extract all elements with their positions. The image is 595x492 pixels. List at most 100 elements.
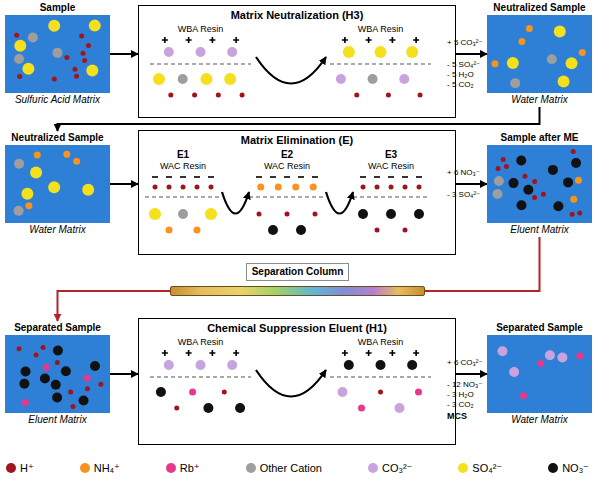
ion-dots [487,335,592,413]
ion-dots [5,15,110,93]
legend-label: NO₃⁻ [562,461,589,475]
free-ion [296,225,306,235]
ion-dot [48,181,60,193]
ion-dot [86,64,98,76]
free-ion [375,228,380,233]
ion-dot [79,396,89,406]
bound-ion [344,360,354,370]
sample-vessel: SampleSulfuric Acid Matrix [5,1,110,107]
sample-matrix [5,145,110,223]
resin-boundary [330,64,431,65]
ion-dot [28,33,38,43]
step-name: E2 [281,149,293,161]
free-ion [174,406,179,411]
ion-dot [52,77,57,82]
connector-arrow [456,183,487,185]
resin-charge [360,176,366,178]
column-body [170,286,425,296]
ion-dot [61,366,71,376]
ion-dot [510,78,520,88]
ion-dot [90,361,100,371]
ion-dot [86,43,91,48]
free-ion [192,93,197,98]
bound-ion [153,185,158,190]
bound-ion [292,184,299,191]
free-ion [336,74,346,84]
free-ion [415,389,422,396]
resin-charge [389,350,395,356]
ion-dot [89,20,101,32]
free-ion [378,390,383,395]
free-ion [354,93,359,98]
ion-dot [548,165,558,175]
resin-name: WAC Resin [264,161,310,172]
resin-boundary [353,197,429,198]
resin-charge [152,176,158,178]
resin-charge [413,37,419,43]
ion-dot [537,360,544,367]
ion-dot [557,352,567,362]
resin-name: WBA Resin [178,337,224,348]
process-title: Chemical Suppression Eluent (H1) [139,319,455,335]
free-ion [216,93,221,98]
ion-dot [73,158,80,165]
legend-swatch [246,463,256,473]
free-ion [338,387,348,397]
resin-charge [389,37,395,43]
column-name: Separation Column [246,263,350,281]
bound-ion [164,360,174,370]
free-ion [194,227,201,234]
legend-swatch [368,463,378,473]
ion-dot [14,54,24,64]
reaction-term: - 5 SO₄²⁻ [447,60,480,70]
resin-boundary [145,197,221,198]
ion-dot [491,60,498,67]
legend-item: CO₃²⁻ [368,461,412,475]
reaction-term: + 6 NO₃⁻ [447,168,480,178]
matrix-caption: Eluent Matrix [5,413,110,427]
ion-dot [14,33,19,38]
connector-arrow [58,291,171,321]
free-ion [368,74,378,84]
exchange-arrow [256,57,326,84]
resin-panel [145,177,221,234]
resin-charge [402,176,408,178]
ion-dot [526,25,533,32]
resin-name: WBA Resin [358,24,404,35]
sample-name: Separated Sample [5,321,110,335]
resin-charge [366,37,372,43]
resin-charge [194,176,200,178]
bound-ion [227,360,237,370]
ion-dot [494,176,504,186]
free-ion [168,93,173,98]
process-title: Matrix Elimination (E) [139,131,455,147]
reaction-term: + 5 CO₃²⁻ [447,38,483,48]
sample-name: Separated Sample [487,321,592,335]
resin-charge [312,176,318,178]
reaction-term: - 5 H₂O [447,70,474,80]
free-ion [178,74,188,84]
free-ion [386,93,391,98]
suppressor-name: MCS [447,411,467,422]
reaction-term: + 6 CO₃²⁻ [447,358,483,368]
ion-dot [43,364,50,371]
exchange-arrow [256,370,326,397]
resin-charge [209,350,215,356]
ion-dot [98,382,103,387]
legend-item: SO₄²⁻ [458,461,502,475]
process-box: Matrix Elimination (E) [138,130,456,255]
ion-dot [25,202,32,209]
sample-vessel: Separated SampleEluent Matrix [5,321,110,427]
ion-dot [577,210,582,215]
resin-panel [150,350,251,413]
free-ion [418,93,423,98]
bound-ion [195,185,200,190]
ion-dot [72,67,77,72]
ion-dot [571,149,576,154]
ion-dots [5,145,110,223]
ion-dot [520,392,527,399]
connector-arrow [456,53,487,55]
ion-dot [496,166,501,171]
ion-dot [82,184,94,196]
